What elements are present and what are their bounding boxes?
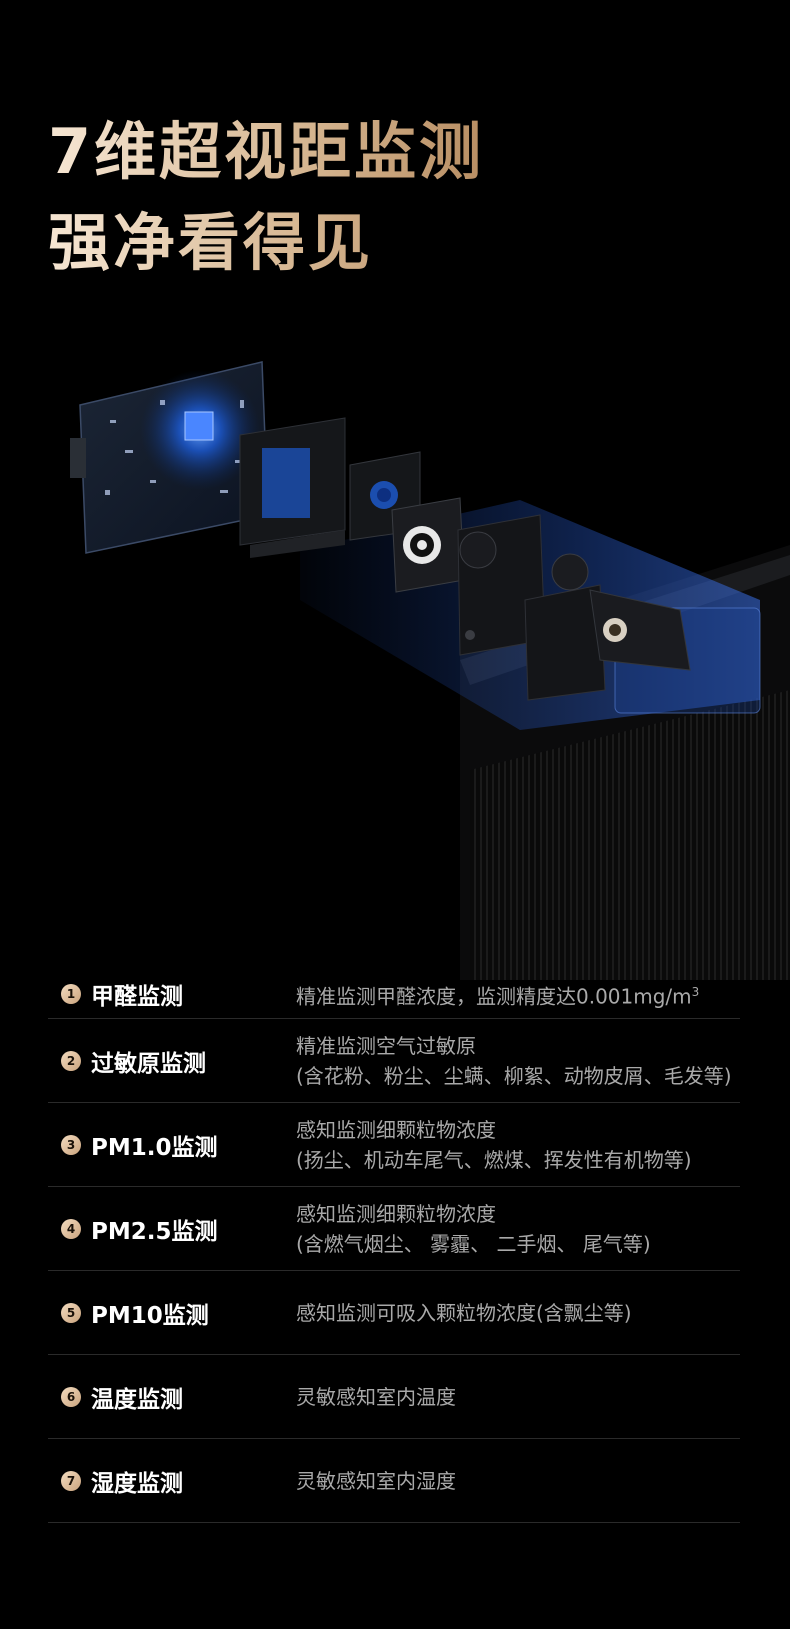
feature-title: 甲醛监测 bbox=[91, 984, 183, 1010]
feature-title: PM1.0监测 bbox=[91, 1134, 218, 1161]
feature-row-pm1: 3 PM1.0监测 感知监测细颗粒物浓度 (扬尘、机动车尾气、燃煤、挥发性有机物… bbox=[48, 1103, 740, 1187]
feature-desc: 感知监测细颗粒物浓度 (含燃气烟尘、 雾霾、 二手烟、 尾气等) bbox=[296, 1199, 740, 1259]
feature-desc: 感知监测可吸入颗粒物浓度(含飘尘等) bbox=[296, 1300, 632, 1325]
sensor-chip-module bbox=[239, 417, 346, 558]
number-badge: 6 bbox=[61, 1386, 81, 1407]
feature-desc-line: 感知监测细颗粒物浓度 bbox=[296, 1117, 496, 1142]
feature-desc-line: 感知监测细颗粒物浓度 bbox=[296, 1201, 496, 1226]
number-badge: 3 bbox=[61, 1134, 81, 1155]
feature-title: 过敏原监测 bbox=[91, 1050, 206, 1077]
feature-desc: 感知监测细颗粒物浓度 (扬尘、机动车尾气、燃煤、挥发性有机物等) bbox=[296, 1115, 740, 1175]
feature-title: PM10监测 bbox=[91, 1302, 209, 1329]
number-badge: 4 bbox=[61, 1218, 81, 1239]
feature-desc-line: 精准监测甲醛浓度，监测精度达0.001mg/m bbox=[296, 984, 692, 1009]
number-badge: 7 bbox=[61, 1470, 81, 1491]
feature-title: PM2.5监测 bbox=[91, 1218, 218, 1245]
feature-desc-line: (含燃气烟尘、 雾霾、 二手烟、 尾气等) bbox=[296, 1231, 651, 1256]
feature-row-formaldehyde: 1 甲醛监测 精准监测甲醛浓度，监测精度达0.001mg/m3 bbox=[48, 970, 740, 1019]
feature-title: 湿度监测 bbox=[91, 1470, 183, 1497]
feature-desc: 精准监测甲醛浓度，监测精度达0.001mg/m3 bbox=[296, 977, 740, 1012]
number-badge: 2 bbox=[61, 1050, 81, 1071]
number-badge: 5 bbox=[61, 1302, 81, 1323]
circuit-board bbox=[70, 361, 269, 554]
feature-desc: 精准监测空气过敏原 (含花粉、粉尘、尘螨、柳絮、动物皮屑、毛发等) bbox=[296, 1031, 740, 1091]
headline-line-2: 强净看得见 bbox=[48, 206, 374, 279]
feature-desc: 灵敏感知室内温度 bbox=[296, 1384, 456, 1409]
feature-desc-line: 精准监测空气过敏原 bbox=[296, 1033, 476, 1058]
feature-desc-line: (扬尘、机动车尾气、燃煤、挥发性有机物等) bbox=[296, 1147, 692, 1172]
number-badge: 1 bbox=[61, 984, 81, 1004]
feature-list: 1 甲醛监测 精准监测甲醛浓度，监测精度达0.001mg/m3 2 过敏原监测 … bbox=[48, 970, 740, 1523]
sensor-module-illustration bbox=[70, 361, 790, 980]
fan-bracket bbox=[457, 514, 546, 656]
feature-row-humidity: 7 湿度监测 灵敏感知室内湿度 bbox=[48, 1439, 740, 1523]
feature-row-pm25: 4 PM2.5监测 感知监测细颗粒物浓度 (含燃气烟尘、 雾霾、 二手烟、 尾气… bbox=[48, 1187, 740, 1271]
feature-row-temperature: 6 温度监测 灵敏感知室内温度 bbox=[48, 1355, 740, 1439]
feature-row-pm10: 5 PM10监测 感知监测可吸入颗粒物浓度(含飘尘等) bbox=[48, 1271, 740, 1355]
feature-desc-line: (含花粉、粉尘、尘螨、柳絮、动物皮屑、毛发等) bbox=[296, 1063, 732, 1088]
headline-line-1: 7维超视距监测 bbox=[48, 115, 485, 188]
unit-superscript: 3 bbox=[691, 984, 700, 999]
temperature-humidity-sensor bbox=[524, 553, 691, 701]
feature-title: 温度监测 bbox=[91, 1386, 183, 1413]
feature-row-allergen: 2 过敏原监测 精准监测空气过敏原 (含花粉、粉尘、尘螨、柳絮、动物皮屑、毛发等… bbox=[48, 1019, 740, 1103]
laser-module bbox=[391, 497, 465, 593]
feature-desc: 灵敏感知室内湿度 bbox=[296, 1468, 456, 1493]
headline: 7维超视距监测 强净看得见 bbox=[48, 106, 484, 288]
